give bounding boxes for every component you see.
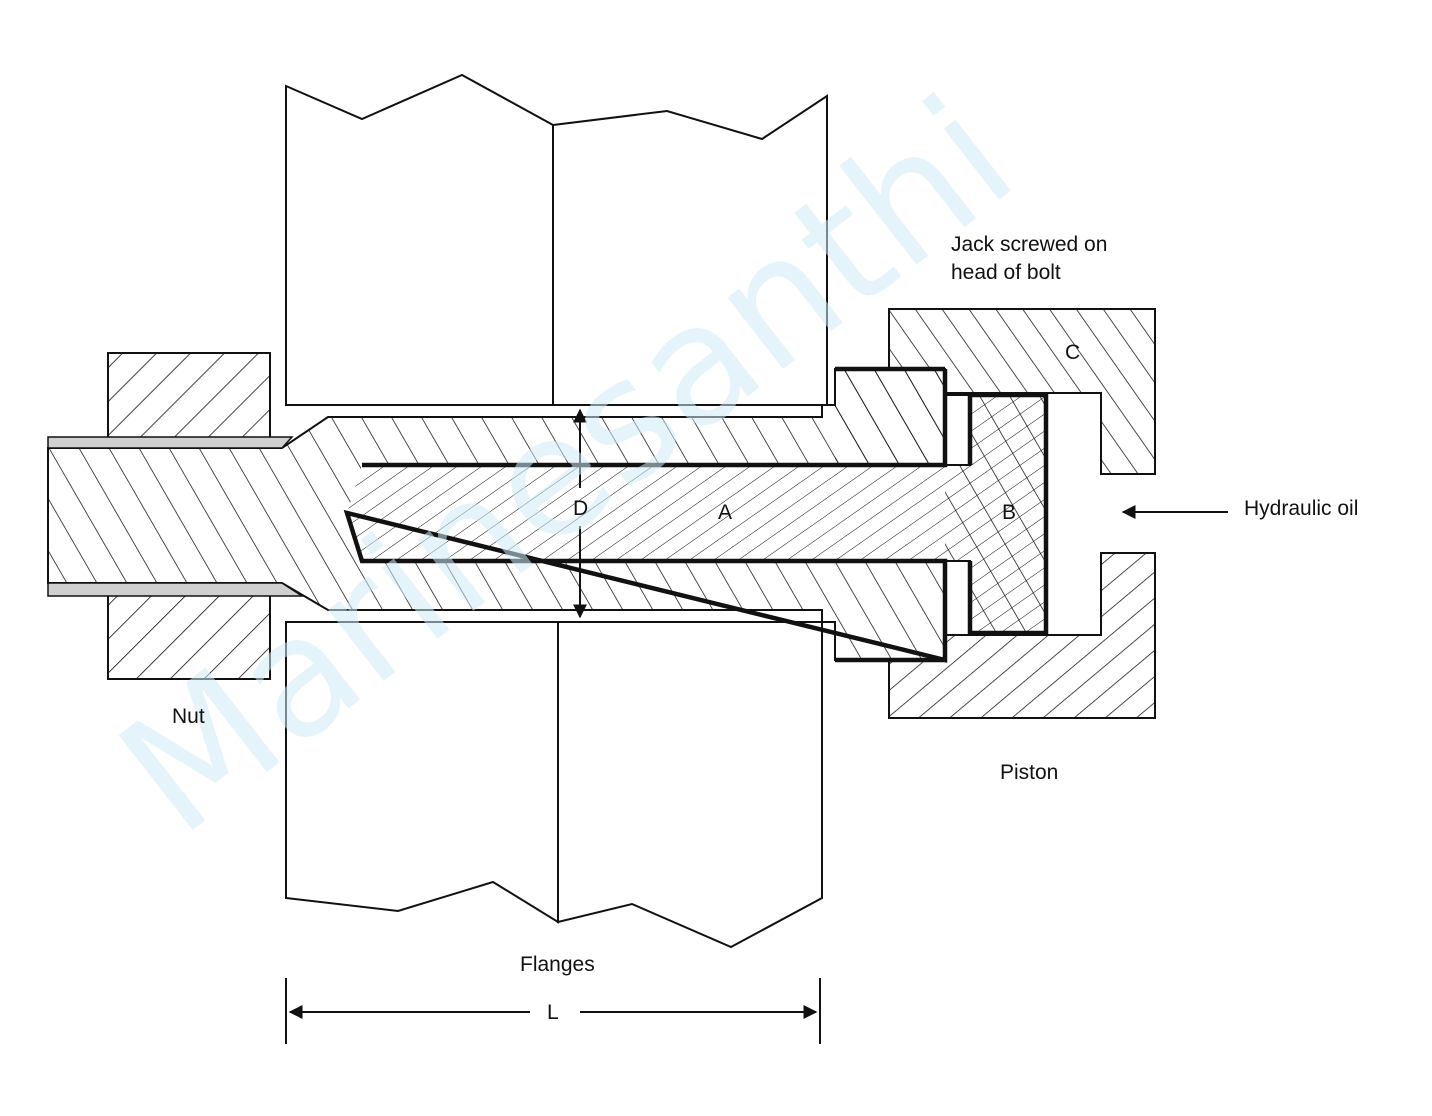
label-a: A: [718, 501, 732, 524]
bore-fill: [347, 395, 1046, 633]
upper-flanges: [285, 73, 828, 406]
label-b: B: [1002, 501, 1016, 524]
label-hydraulic-oil: Hydraulic oil: [1244, 497, 1358, 520]
label-l: L: [547, 1001, 559, 1024]
piston-outline: [967, 392, 1049, 636]
nut-upper: [107, 352, 271, 440]
label-jack-line2: head of bolt: [951, 261, 1061, 284]
upper-left-flange: [285, 73, 554, 406]
label-piston: Piston: [1000, 761, 1058, 784]
lower-right-flange: [557, 621, 823, 949]
label-jack-line1: Jack screwed on: [951, 233, 1107, 256]
bolt-head-upper: [835, 369, 945, 465]
label-d: D: [573, 497, 588, 520]
upper-right-flange: [552, 94, 828, 406]
jack-lower: [888, 552, 1156, 719]
nut: [107, 352, 271, 680]
lower-sleeve: [47, 582, 305, 597]
label-flanges: Flanges: [520, 953, 595, 976]
jack: [888, 308, 1156, 719]
nut-lower: [107, 592, 271, 680]
lower-flanges: [285, 621, 823, 949]
dimension-l: [285, 978, 821, 1044]
pressure-chamber-outline: [343, 369, 948, 663]
label-c: C: [1065, 341, 1080, 364]
upper-sleeve: [47, 436, 294, 449]
label-nut: Nut: [172, 705, 205, 728]
